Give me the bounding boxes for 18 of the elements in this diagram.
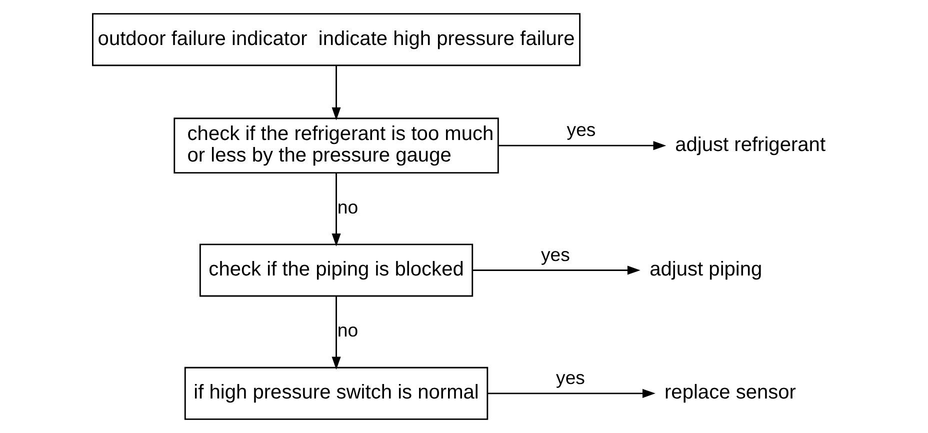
edge-label: no: [336, 196, 358, 218]
node-text: replace sensor: [664, 382, 796, 404]
edge-label: yes: [556, 366, 584, 388]
node-box: outdoor failure indicator indicate high pressure failure: [92, 13, 580, 66]
edge-label: yes: [540, 244, 570, 265]
arrow: [486, 388, 655, 398]
arrow: [331, 296, 340, 370]
node-text: adjust piping: [649, 258, 762, 281]
arrow: [331, 172, 340, 246]
edge-label: no: [336, 320, 358, 341]
node-box: check if the refrigerant is too much or less by the pressure gauge: [173, 118, 498, 174]
node-box: check if the piping is blocked: [198, 244, 473, 297]
arrow: [498, 141, 666, 150]
node-text: adjust refrigerant: [674, 134, 826, 156]
arrow: [472, 266, 640, 275]
arrow: [331, 65, 340, 120]
node-box: if high pressure switch is normal: [184, 366, 488, 420]
edge-label: yes: [566, 119, 596, 140]
